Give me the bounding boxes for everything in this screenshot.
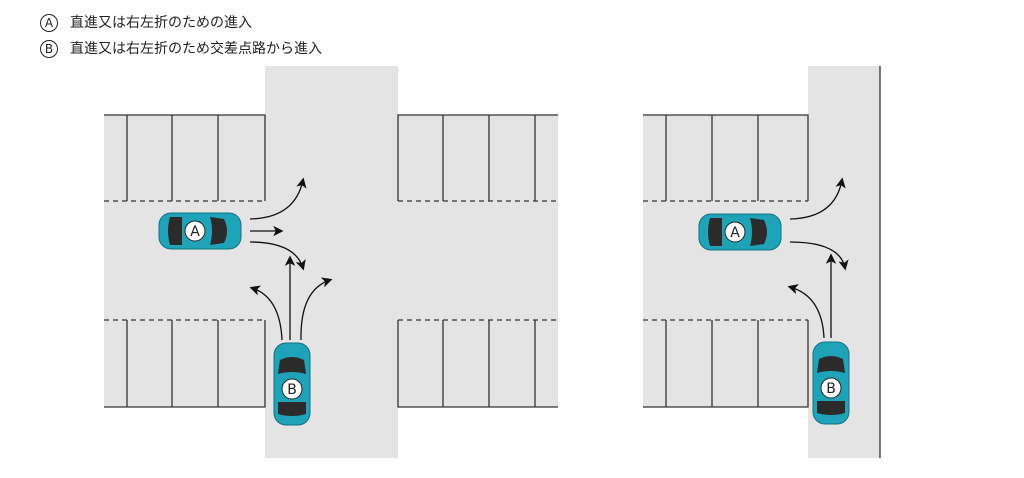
legend-item-b: B 直進又は右左折のため交差点路から進入: [40, 36, 322, 62]
legend-text-b: 直進又は右左折のため交差点路から進入: [70, 41, 322, 57]
right-t-junction: A B: [643, 66, 881, 458]
parking-stall-lines-right: [643, 66, 881, 458]
car-b-right-label: B: [826, 381, 836, 397]
legend-mark-a: A: [40, 14, 58, 32]
car-a: A: [158, 212, 242, 250]
parking-stall-lines: [104, 114, 558, 408]
car-a-right: A: [698, 213, 782, 251]
car-b-paths-right: [787, 253, 837, 339]
car-a-paths-right: [789, 177, 849, 271]
car-b-right: B: [812, 341, 850, 425]
legend-item-a: A 直進又は右左折のための進入: [40, 10, 322, 36]
legend-mark-b: B: [40, 40, 58, 58]
car-b: B: [273, 342, 311, 426]
legend-text-a: 直進又は右左折のための進入: [70, 15, 252, 31]
car-b-label: B: [287, 382, 297, 398]
car-b-paths: [249, 255, 333, 341]
parking-lot-area-right: [643, 115, 808, 407]
car-a-right-label: A: [730, 225, 740, 241]
legend: A 直進又は右左折のための進入 B 直進又は右左折のため交差点路から進入: [40, 10, 322, 62]
car-a-paths: [249, 177, 307, 271]
left-intersection: A B: [104, 66, 558, 458]
car-a-label: A: [190, 224, 200, 240]
